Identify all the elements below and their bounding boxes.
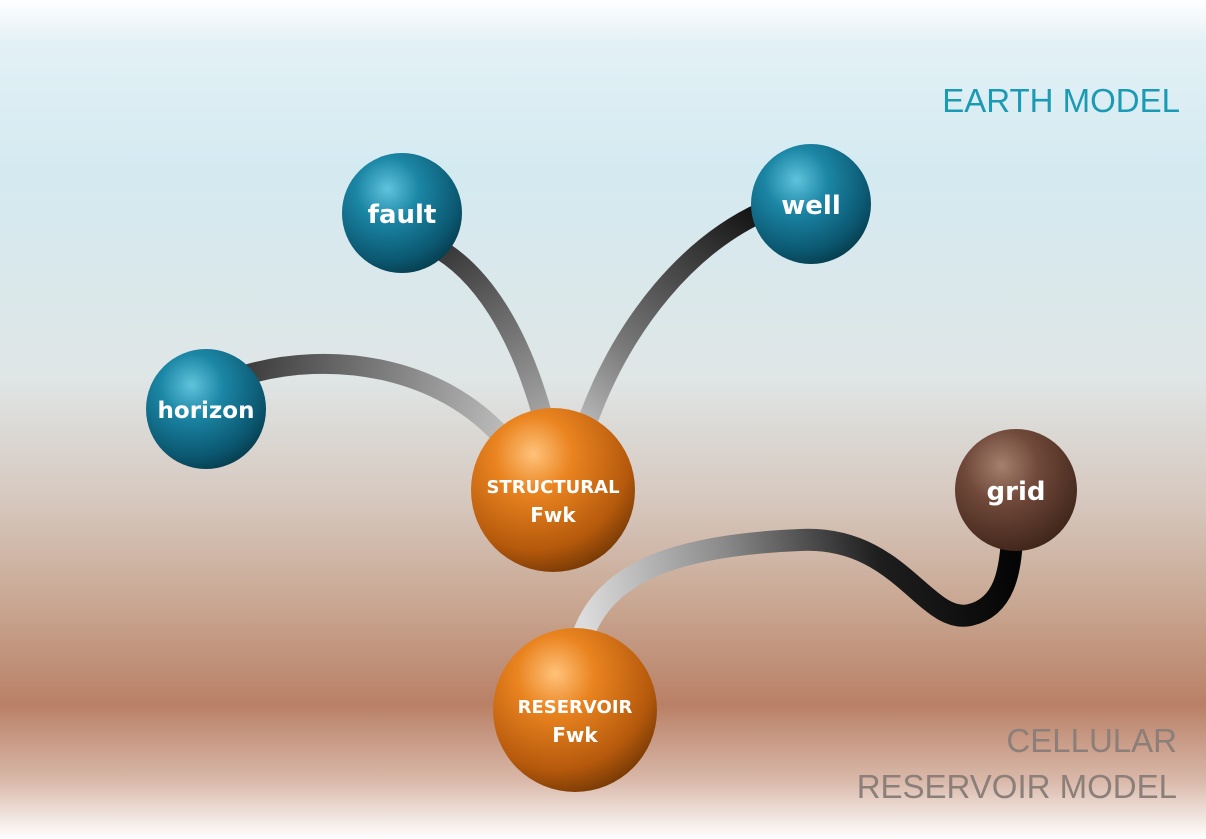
- connector-horizon-structural: [235, 353, 515, 450]
- node-reservoir-label-line1: RESERVOIR: [518, 697, 633, 718]
- node-well-label: well: [781, 191, 840, 221]
- node-reservoir-fwk: RESERVOIR Fwk: [493, 628, 657, 792]
- node-structural-fwk: STRUCTURAL Fwk: [471, 408, 635, 572]
- node-reservoir-label-line2: Fwk: [552, 723, 598, 747]
- node-structural-label-line2: Fwk: [530, 503, 576, 527]
- connectors: [235, 202, 1023, 641]
- connector-well-structural: [578, 202, 772, 430]
- node-structural-label-line1: STRUCTURAL: [486, 477, 619, 498]
- node-fault: fault: [342, 153, 462, 273]
- cellular-label-line2: RESERVOIR MODEL: [857, 768, 1177, 805]
- node-horizon: horizon: [146, 349, 266, 469]
- node-grid-label: grid: [987, 477, 1046, 507]
- connector-fault-structural: [422, 235, 555, 435]
- node-grid: grid: [955, 429, 1077, 551]
- connector-reservoir-grid: [574, 528, 1023, 641]
- earth-model-label: EARTH MODEL: [942, 82, 1180, 119]
- node-fault-label: fault: [368, 200, 437, 230]
- node-horizon-label: horizon: [158, 398, 255, 424]
- node-well: well: [751, 144, 871, 264]
- cellular-label-line1: CELLULAR: [1006, 722, 1177, 759]
